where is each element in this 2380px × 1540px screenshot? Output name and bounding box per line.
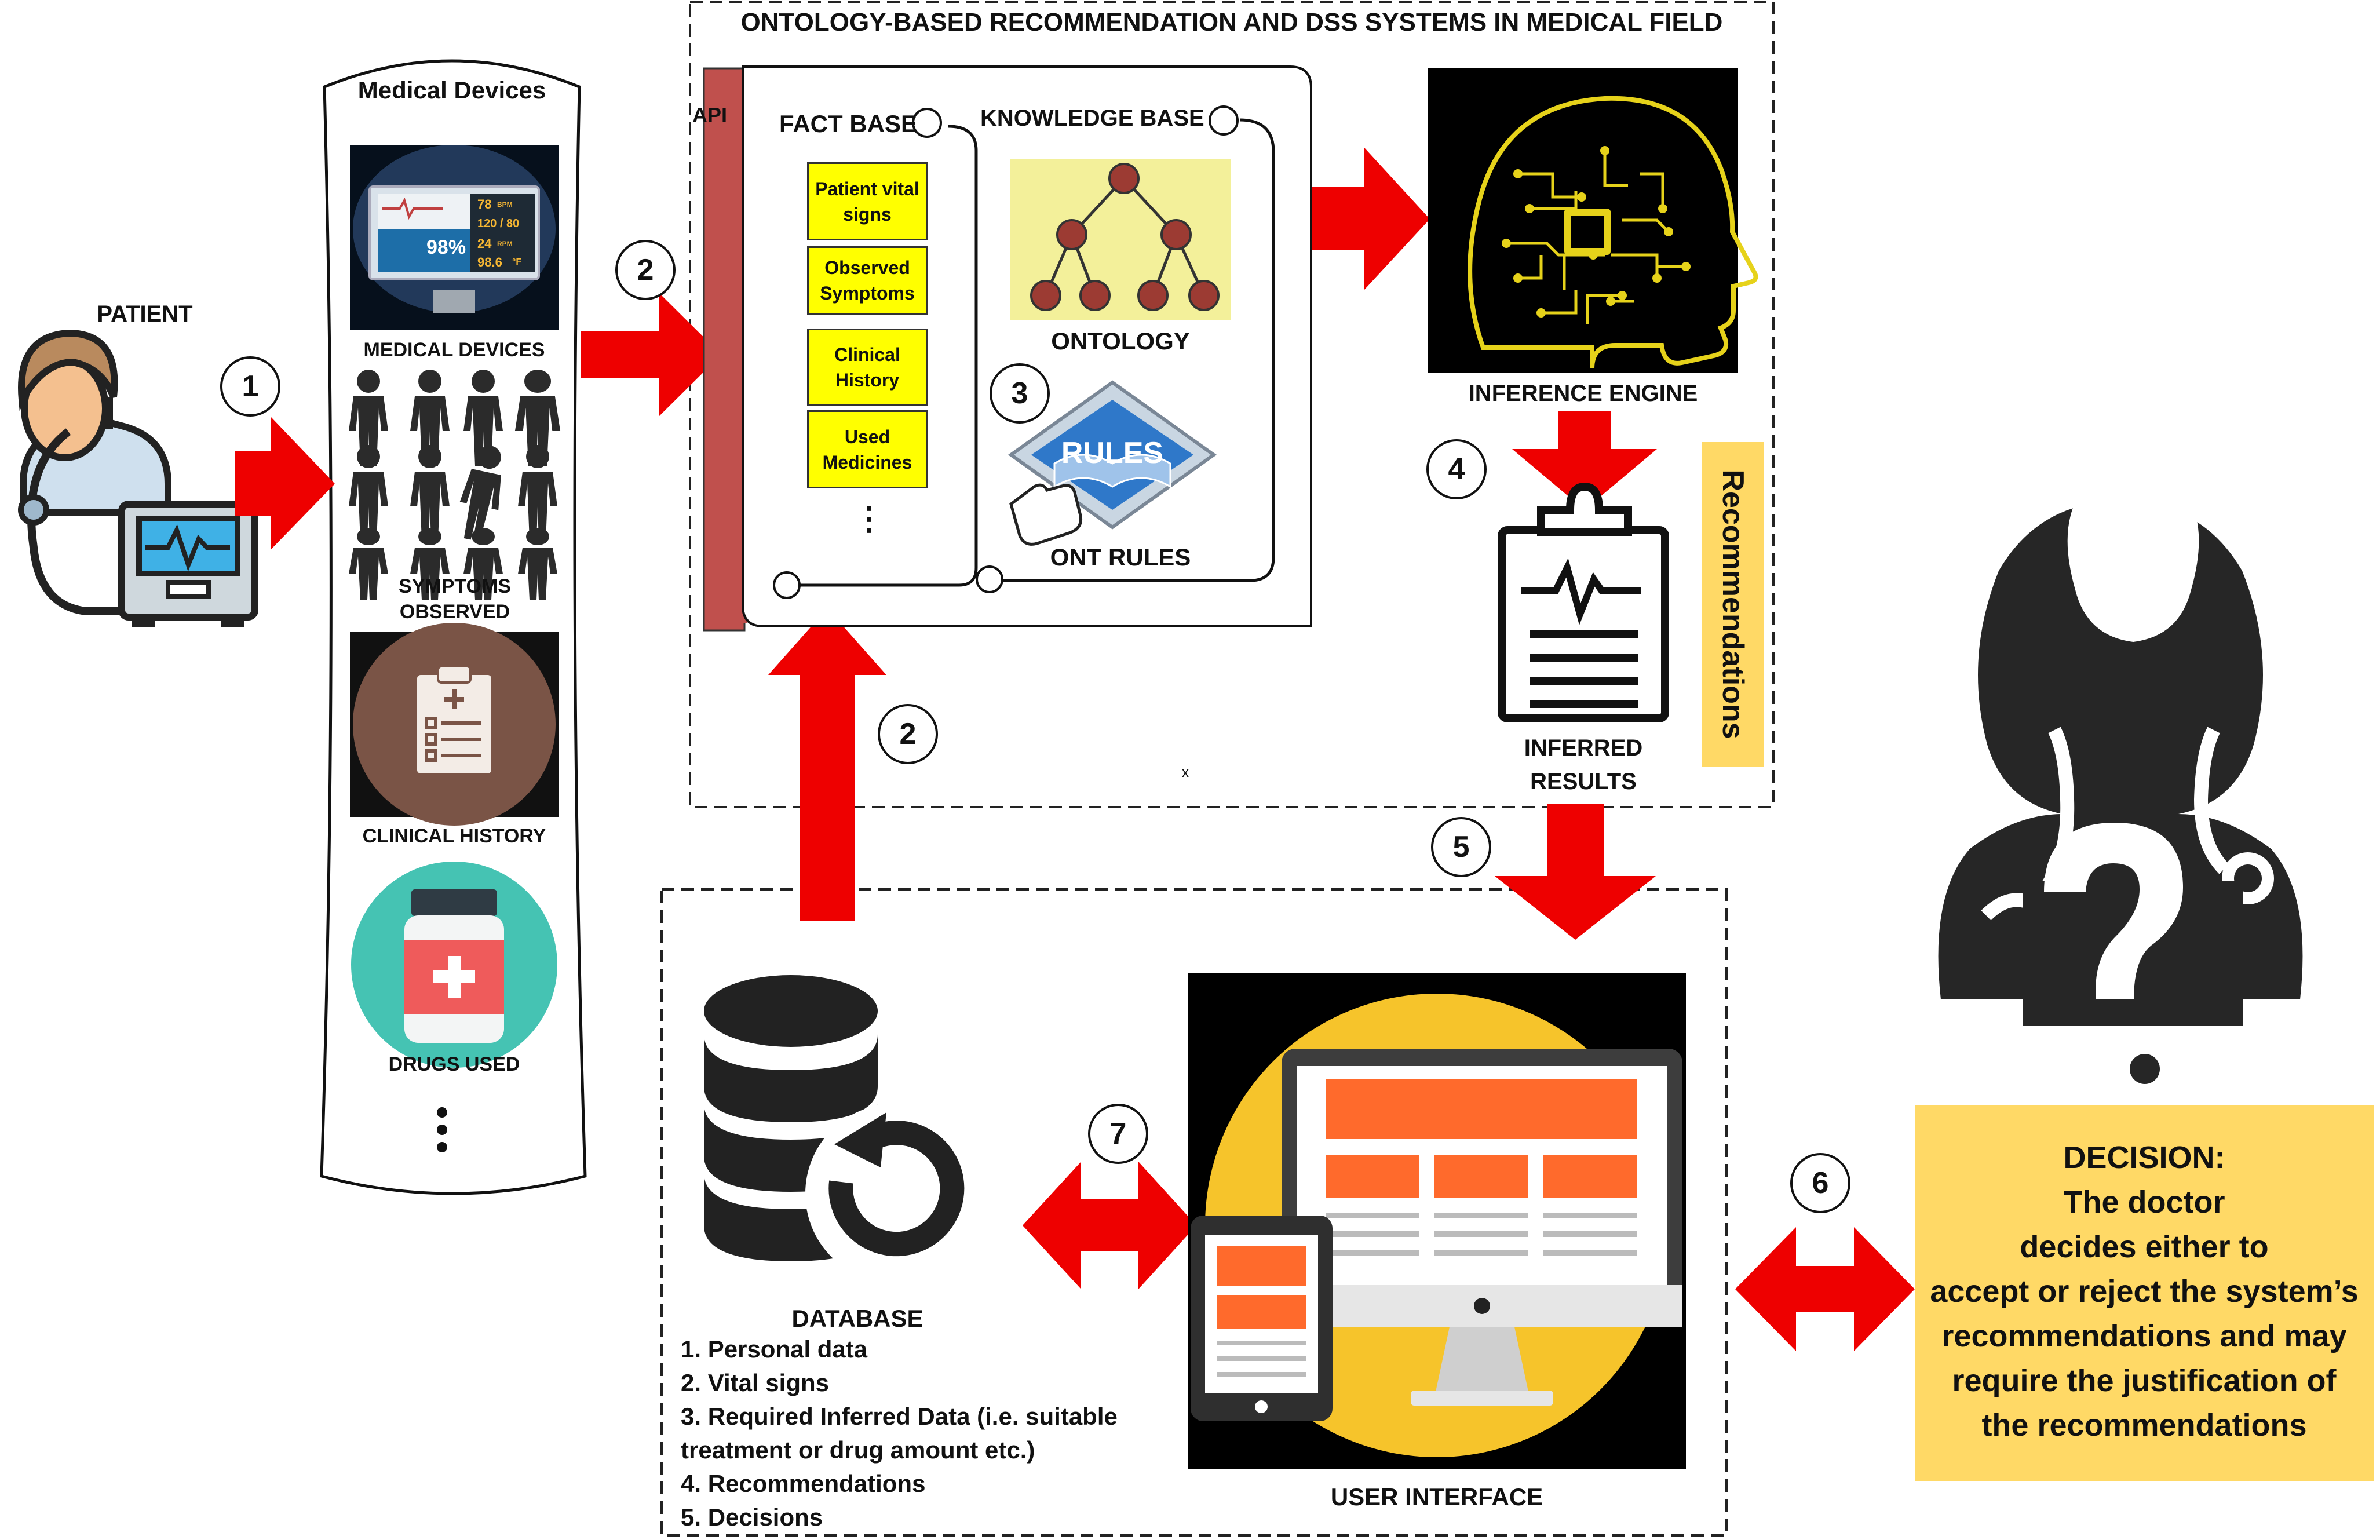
database-item: treatment or drug amount etc.) xyxy=(681,1436,1035,1464)
flow-arrows xyxy=(235,148,1915,1351)
arrow-step-2-up xyxy=(768,608,886,921)
arrow-to-inference-engine xyxy=(1312,148,1430,290)
fact-patient-vital-signs: Patient vital signs xyxy=(807,162,928,240)
monitor-heart-rate: 78 xyxy=(477,197,492,211)
arrow-step-6 xyxy=(1735,1227,1915,1351)
database-icon xyxy=(704,975,985,1283)
arrow-step-5 xyxy=(1495,804,1656,940)
inference-engine-head-icon xyxy=(1428,68,1758,373)
monitor-temp-unit: °F xyxy=(512,257,522,267)
monitor-rpm-unit: RPM xyxy=(497,240,513,248)
user-interface-label: USER INTERFACE xyxy=(1330,1483,1543,1510)
recommendations-tab-label: Recommendations xyxy=(1716,469,1750,739)
decision-line: decides either to xyxy=(2020,1229,2269,1264)
database-item: 3. Required Inferred Data (i.e. suitable xyxy=(681,1403,1118,1430)
database-label: DATABASE xyxy=(791,1305,923,1332)
more-inputs-dots xyxy=(437,1107,447,1152)
drugs-used-label: DRUGS USED xyxy=(388,1053,520,1075)
medical-devices-heading: Medical Devices xyxy=(357,76,546,104)
fact-clinical-history: Clinical History xyxy=(807,329,928,406)
ontology-tree xyxy=(1010,159,1231,320)
decision-line: recommendations and may xyxy=(1941,1319,2347,1353)
bottom-dashed-frame xyxy=(660,888,1728,1537)
decision-line: accept or reject the system’s xyxy=(1930,1274,2359,1309)
decision-line: the recommendations xyxy=(1981,1408,2307,1443)
database-item: 5. Decisions xyxy=(681,1503,823,1531)
monitor-blood-pressure: 120 / 80 xyxy=(477,217,520,230)
decision-text: DECISION: The doctor decides either to a… xyxy=(1915,1136,2374,1448)
monitor-bpm-unit: BPM xyxy=(497,200,513,209)
patient-icon xyxy=(18,329,258,627)
system-dashed-frame xyxy=(689,1,1775,808)
decision-line: require the justification of xyxy=(1952,1363,2337,1398)
clinical-history-label: CLINICAL HISTORY xyxy=(362,825,546,847)
fact-used-medicines: Used Medicines xyxy=(807,410,928,488)
step-4-badge: 4 xyxy=(1426,439,1487,499)
decision-box xyxy=(1915,1105,2374,1481)
arrow-step-4 xyxy=(1512,411,1657,510)
rules-badge-text: RULES xyxy=(1061,436,1164,470)
user-interface-illustration xyxy=(1188,973,1686,1469)
step-6-badge: 6 xyxy=(1790,1153,1850,1213)
decision-line: The doctor xyxy=(2063,1185,2225,1220)
database-items-list: 1. Personal data 2. Vital signs 3. Requi… xyxy=(681,1333,1118,1534)
arrow-step-2-top xyxy=(581,293,721,416)
monitor-resp-rate: 24 xyxy=(477,236,492,251)
fact-base-ellipsis: ⋮ xyxy=(853,500,885,537)
vital-signs-monitor-image xyxy=(350,145,559,330)
inferred-results-label: INFERRED RESULTS xyxy=(1524,735,1643,794)
step-2-badge-top: 2 xyxy=(615,240,676,300)
medicine-bottle-icon xyxy=(351,862,557,1068)
monitor-spo2: 98% xyxy=(426,236,466,258)
symptoms-label: SYMPTOMS OBSERVED xyxy=(399,575,511,623)
step-2-badge-up: 2 xyxy=(878,704,938,764)
main-title: ONTOLOGY-BASED RECOMMENDATION AND DSS SY… xyxy=(740,8,1723,37)
database-item: 1. Personal data xyxy=(681,1335,868,1363)
fact-observed-symptoms: Observed Symptoms xyxy=(807,246,928,315)
decision-heading: DECISION: xyxy=(2063,1140,2225,1175)
monitor-temperature: 98.6 xyxy=(477,255,502,269)
step-7-badge: 7 xyxy=(1088,1104,1148,1164)
arrow-step-7 xyxy=(1023,1162,1196,1289)
inferred-results-clipboard-icon xyxy=(1498,482,1669,722)
ont-rules-label: ONT RULES xyxy=(1050,543,1191,571)
api-label: API xyxy=(692,103,728,127)
patient-label: PATIENT xyxy=(97,301,193,327)
step-5-badge: 5 xyxy=(1431,817,1491,877)
fact-base-label: FACT BASE xyxy=(779,110,918,137)
inference-engine-label: INFERENCE ENGINE xyxy=(1468,381,1698,406)
doctor-icon xyxy=(1938,462,2303,1092)
ontology-label: ONTOLOGY xyxy=(1051,327,1190,355)
step-3-badge: 3 xyxy=(990,363,1050,424)
step-1-badge: 1 xyxy=(220,356,280,417)
knowledge-base-label: KNOWLEDGE BASE xyxy=(980,105,1204,131)
medical-devices-label: MEDICAL DEVICES xyxy=(363,339,545,361)
arrow-step-1 xyxy=(235,417,335,549)
database-item: 2. Vital signs xyxy=(681,1369,829,1396)
clinical-history-clipboard-icon xyxy=(350,623,559,826)
database-item: 4. Recommendations xyxy=(681,1470,926,1497)
stray-mark: x xyxy=(1182,765,1189,780)
rules-badge-icon xyxy=(1008,380,1217,546)
recommendations-tab xyxy=(1702,442,1764,767)
